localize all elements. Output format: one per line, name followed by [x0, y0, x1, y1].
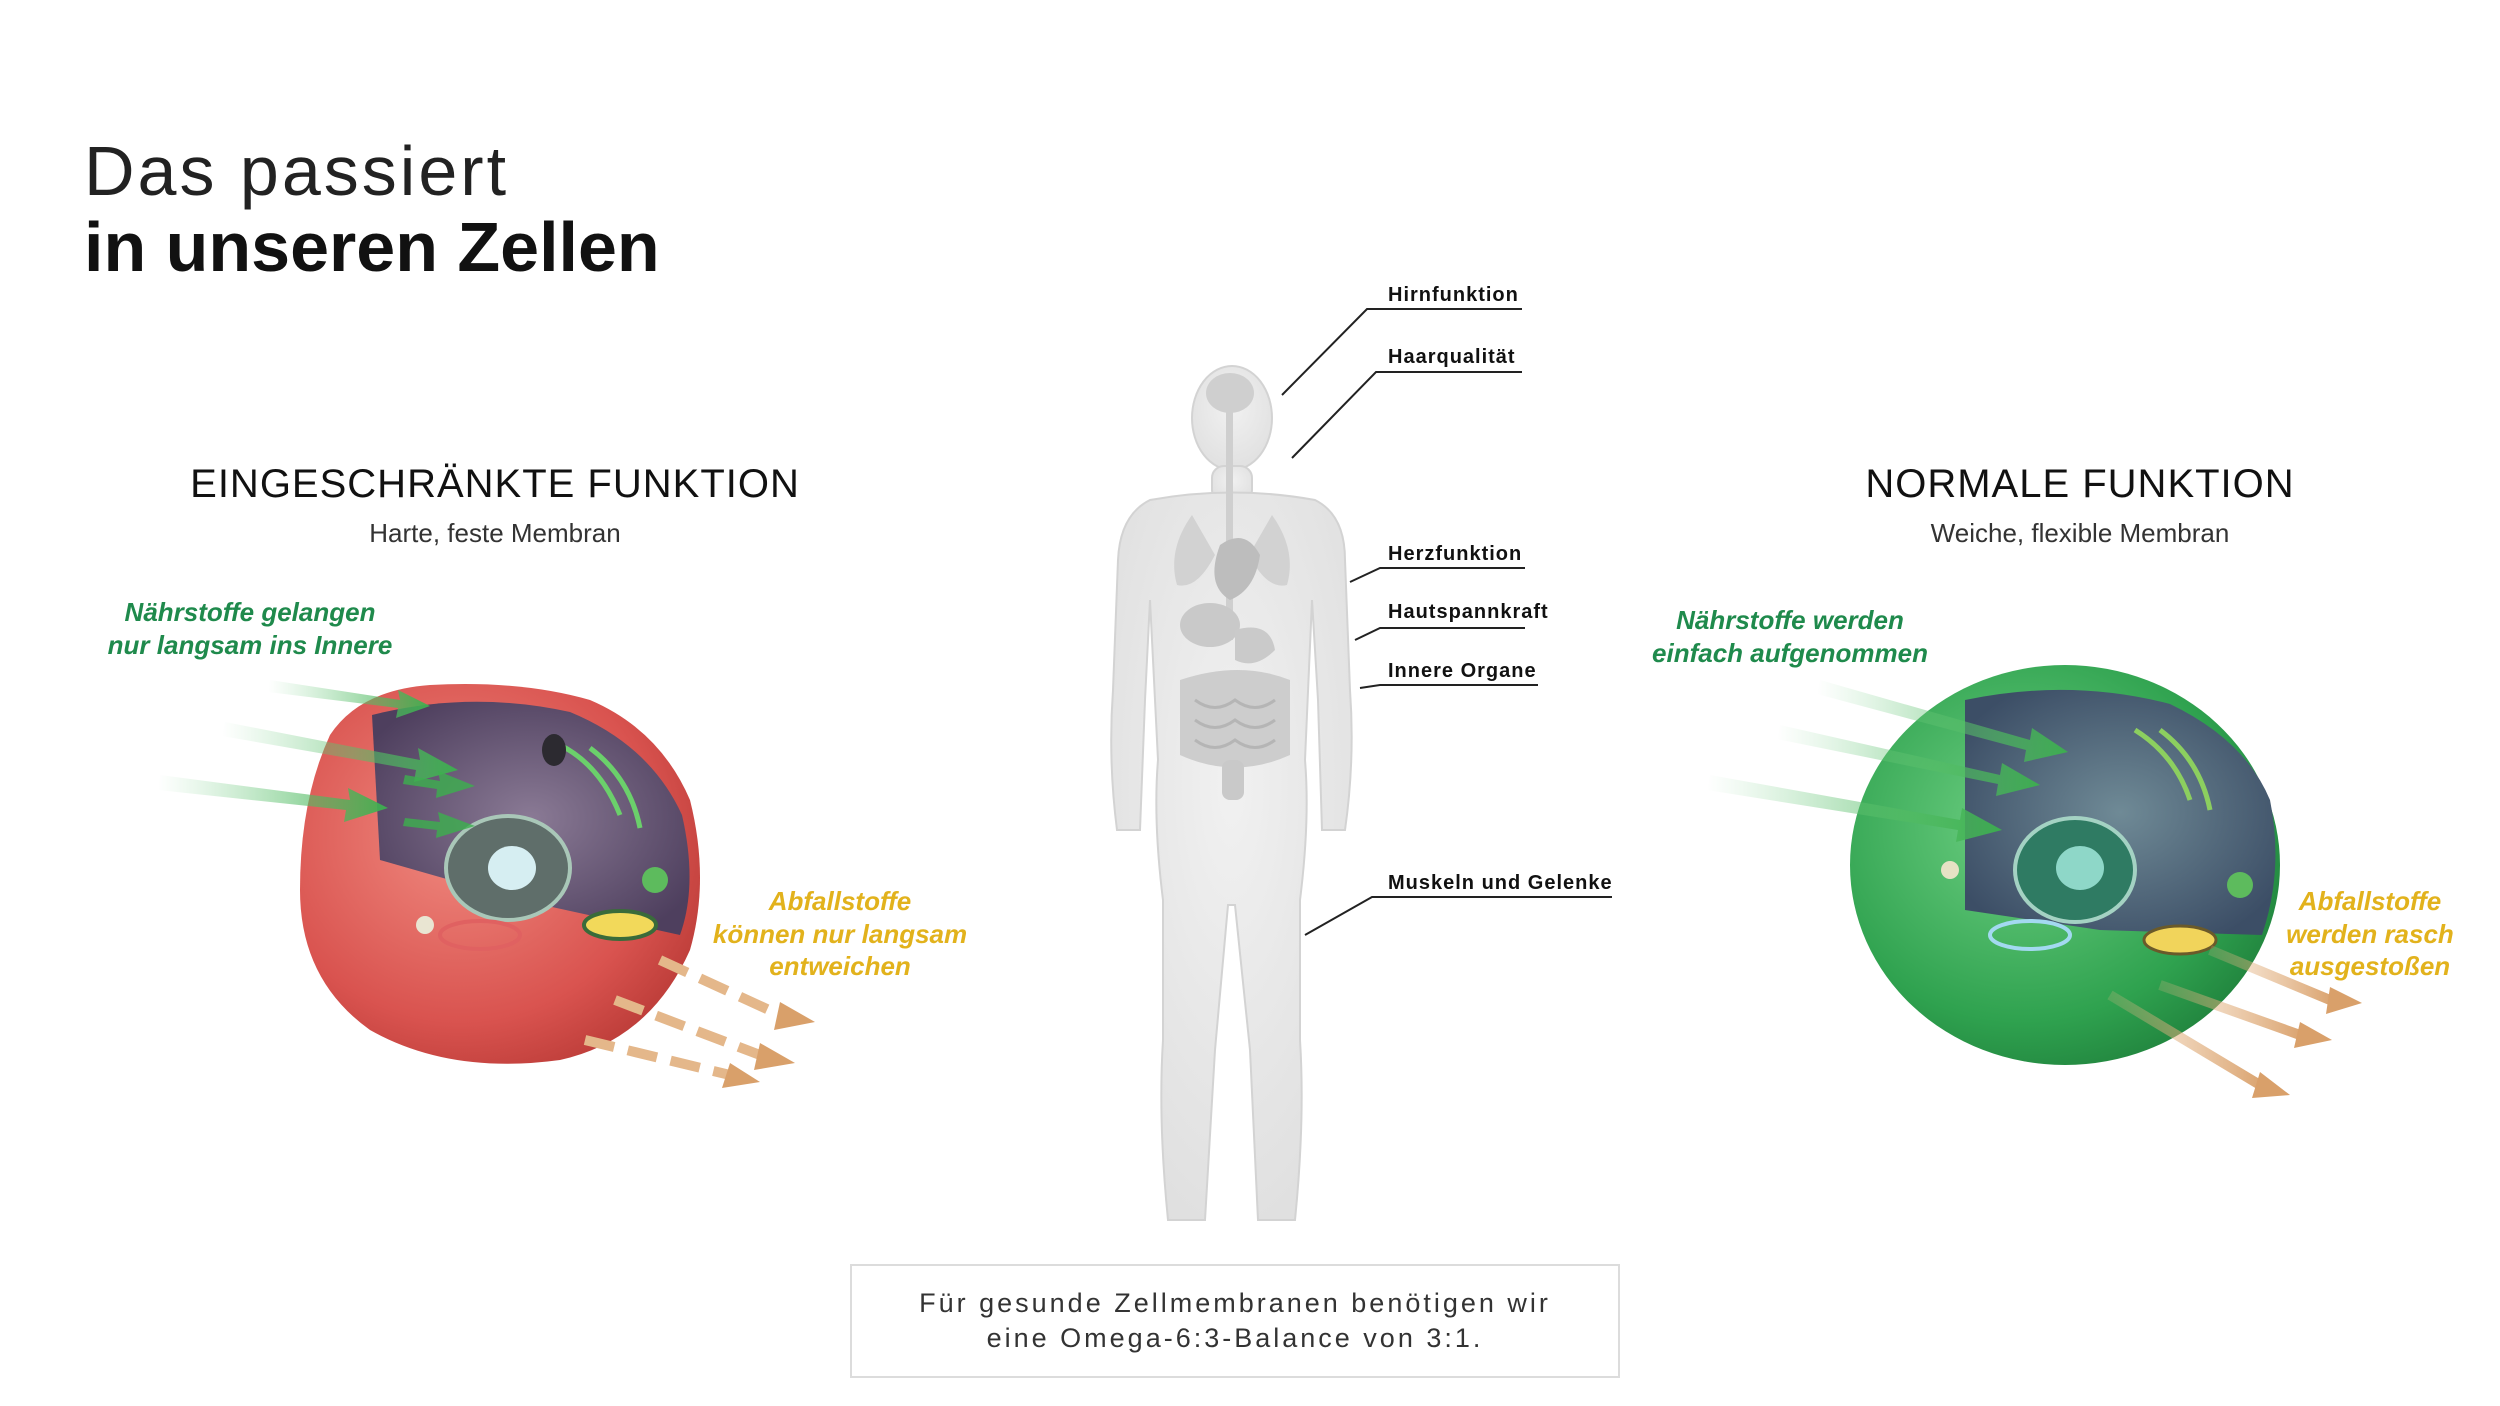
normal-waste-label: Abfallstoffe werden rasch ausgestoßen: [2286, 886, 2454, 981]
restricted-function-heading: EINGESCHRÄNKTE FUNKTION: [190, 462, 800, 506]
restricted-cell-illustration: [300, 684, 700, 1064]
restricted-nutrients-label: Nährstoffe gelangen nur langsam ins Inne…: [107, 597, 393, 660]
label-skin-elasticity: Hautspannkraft: [1388, 601, 1549, 623]
label-internal-organs: Innere Organe: [1388, 660, 1537, 682]
label-heart-function: Herzfunktion: [1388, 543, 1523, 565]
normal-function-subheading: Weiche, flexible Membran: [1930, 518, 2230, 548]
normal-nutrients-label: Nährstoffe werden einfach aufgenommen: [1652, 605, 1928, 668]
page-title-line2: in unseren Zellen: [84, 208, 660, 286]
omega-balance-note: Für gesunde Zellmembranen benötigen wir …: [850, 1264, 1620, 1378]
restricted-waste-label: Abfallstoffe können nur langsam entweich…: [712, 886, 968, 981]
label-hair-quality: Haarqualität: [1388, 346, 1516, 368]
restricted-nutrient-arrows: [158, 680, 475, 838]
omega-note-line2: eine Omega-6:3-Balance von 3:1.: [986, 1323, 1484, 1353]
organ-leader-lines: [1281, 308, 1612, 936]
omega-note-line1: Für gesunde Zellmembranen benötigen wir: [919, 1287, 1551, 1318]
restricted-waste-arrows: [583, 955, 783, 1080]
label-brain-function: Hirnfunktion: [1388, 284, 1519, 306]
normal-function-heading: NORMALE FUNKTION: [1865, 462, 2295, 506]
label-muscles-joints: Muskeln und Gelenke: [1388, 872, 1613, 894]
restricted-function-subheading: Harte, feste Membran: [369, 518, 621, 548]
normal-nutrient-arrows: [1707, 680, 2068, 842]
normal-waste-arrows: [2107, 945, 2332, 1090]
organ-illustrations: [1174, 373, 1290, 800]
page-title-line1: Das passiert: [84, 132, 510, 210]
